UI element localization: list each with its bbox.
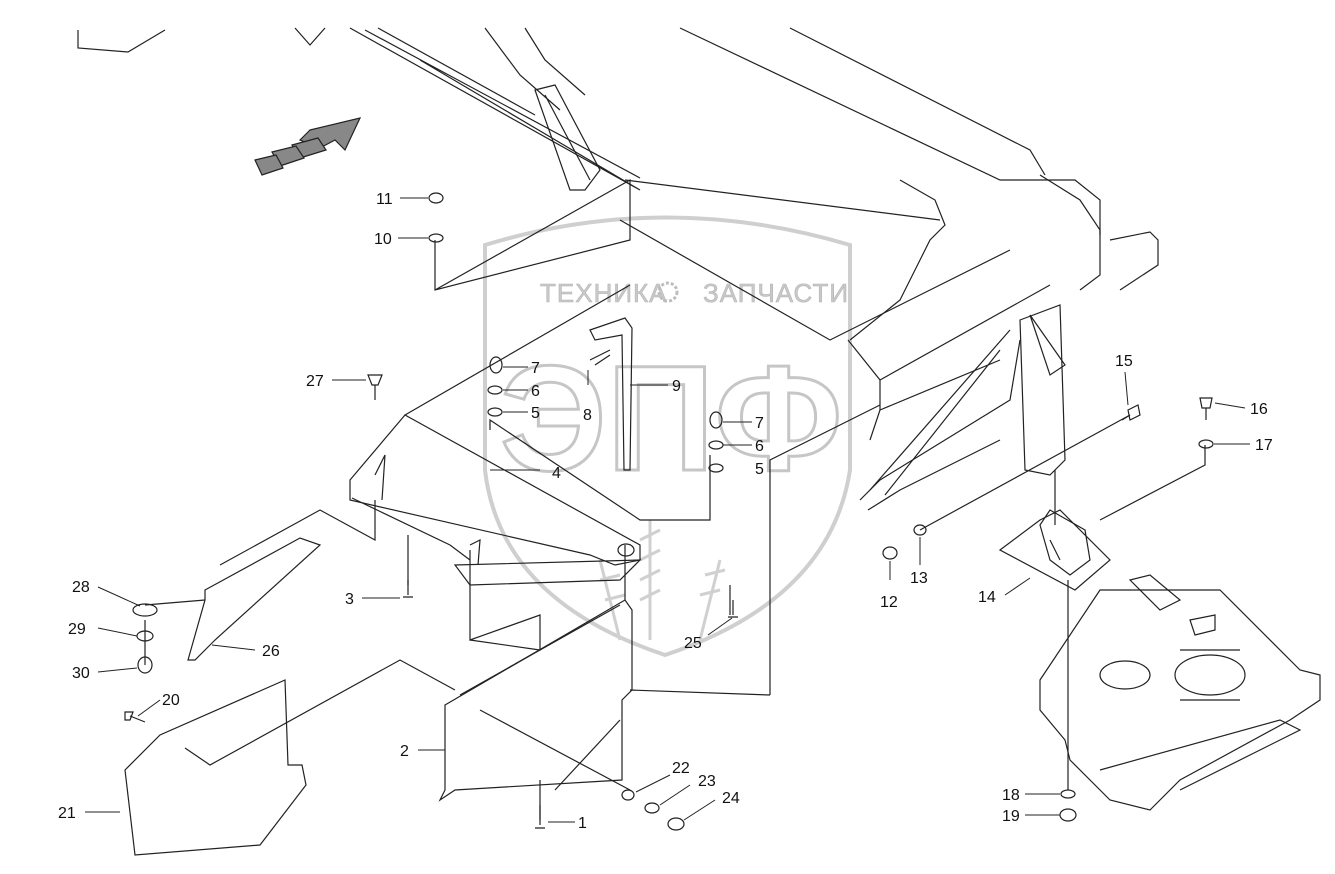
hardware [124, 192, 1214, 831]
callout-10: 10 [374, 231, 392, 248]
watermark-logo-text: ЭПФ [500, 334, 843, 502]
part-13-washer [913, 524, 927, 536]
watermark-text-right: ЗАПЧАСТИ [703, 278, 849, 308]
part-22-washer [621, 789, 635, 801]
part-25-bolt [728, 600, 738, 618]
callout-12: 12 [880, 594, 898, 611]
part-9-rod [589, 317, 633, 471]
callout-26: 26 [262, 643, 280, 660]
callout-27: 27 [306, 373, 324, 390]
part-16-bolt [1199, 397, 1213, 420]
callout-11: 11 [376, 191, 393, 208]
watermark: ТЕХНИКА ЗАПЧАСТИ ЭПФ [483, 215, 852, 658]
callout-1: 1 [578, 815, 587, 832]
callout-24: 24 [722, 790, 740, 807]
callout-19: 19 [1002, 808, 1020, 825]
part-6-washer-a [487, 385, 503, 395]
part-11-nut [428, 192, 444, 204]
partial-outline-2 [294, 27, 326, 46]
callout-6b: 6 [755, 438, 764, 455]
callout-17: 17 [1255, 437, 1273, 454]
part-5-washer-a [487, 407, 503, 417]
part-18-washer [1060, 789, 1076, 799]
callout-23: 23 [698, 773, 716, 790]
part-7-eyebolt-b [709, 411, 723, 429]
callout-8: 8 [583, 407, 592, 424]
part-gear-top [617, 543, 635, 557]
callout-22: 22 [672, 760, 690, 777]
part-23-washer [644, 802, 660, 814]
callout-18: 18 [1002, 787, 1020, 804]
part-26-bracket [187, 537, 322, 661]
callout-6a: 6 [531, 383, 540, 400]
watermark-shield [483, 215, 852, 658]
callout-7a: 7 [531, 360, 540, 377]
part-17-washer [1198, 439, 1214, 449]
callout-14: 14 [978, 589, 996, 606]
part-21-plate [124, 679, 307, 856]
part-20-bolt [124, 711, 146, 723]
callout-leaders [85, 197, 1250, 823]
direction-arrow-icon [254, 117, 362, 176]
callout-20: 20 [162, 692, 180, 709]
frame-top [619, 27, 1159, 511]
callout-5a: 5 [531, 405, 540, 422]
callout-5b: 5 [755, 461, 764, 478]
part-14-bracket [998, 509, 1111, 591]
part-7-eyebolt-a [489, 356, 503, 374]
part-19-nut [1059, 808, 1077, 822]
part-15-bolt [1121, 404, 1141, 421]
gear-icon [657, 281, 679, 303]
machine-base [1039, 574, 1321, 811]
part-12-nut [882, 546, 898, 560]
callout-16: 16 [1250, 401, 1268, 418]
part-10-washer [428, 233, 444, 243]
callout-9: 9 [672, 378, 681, 395]
callout-30: 30 [72, 665, 90, 682]
part-1-bolt [535, 805, 545, 829]
line-art [77, 27, 1321, 856]
main-beam [349, 27, 641, 191]
callout-21: 21 [58, 805, 76, 822]
callout-7b: 7 [755, 415, 764, 432]
part-8-pin [589, 349, 611, 366]
callout-15: 15 [1115, 353, 1133, 370]
part-30-nut [137, 656, 153, 674]
part-27-bolt [367, 374, 383, 400]
callout-4: 4 [552, 465, 561, 482]
part-4-shield [349, 414, 642, 586]
callout-2: 2 [400, 743, 409, 760]
callout-25: 25 [684, 635, 702, 652]
wheat-icon [598, 520, 726, 641]
callout-3: 3 [345, 591, 354, 608]
part-24-nut [667, 817, 685, 831]
part-3-bolt [403, 580, 413, 598]
part-28-washer [132, 603, 158, 617]
part-5-washer-b [708, 463, 724, 473]
watermark-text-left: ТЕХНИКА [540, 278, 668, 308]
partial-outline [77, 29, 166, 53]
callout-13: 13 [910, 570, 928, 587]
callout-labels: 11 10 27 7 6 5 8 9 7 6 5 4 3 28 29 30 26… [58, 191, 1273, 832]
callout-28: 28 [72, 579, 90, 596]
callout-29: 29 [68, 621, 86, 638]
